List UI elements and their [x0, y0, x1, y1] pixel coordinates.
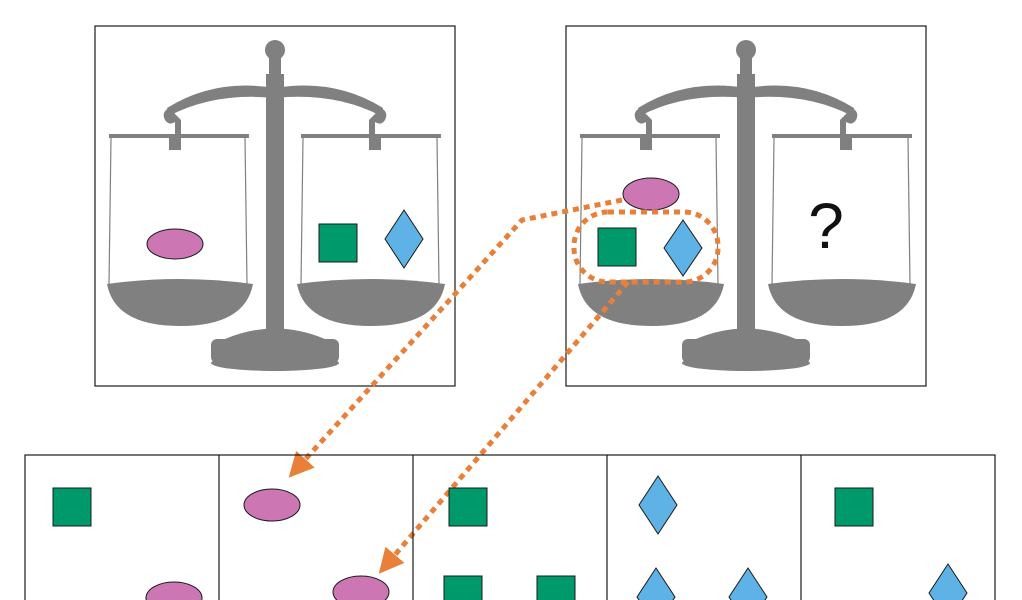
option-5[interactable]	[835, 488, 967, 600]
scale-panel-1	[95, 26, 455, 386]
option-2[interactable]	[244, 489, 389, 600]
square-shape	[598, 228, 636, 266]
oval-shape	[623, 178, 679, 210]
option-4[interactable]	[637, 476, 767, 600]
answer-options	[25, 455, 995, 600]
scale-panel-2: ?	[566, 26, 926, 386]
oval-shape	[147, 229, 203, 259]
option-3[interactable]	[444, 488, 575, 600]
question-mark: ?	[808, 190, 844, 262]
square-shape	[319, 224, 357, 262]
option-1[interactable]	[53, 488, 202, 600]
